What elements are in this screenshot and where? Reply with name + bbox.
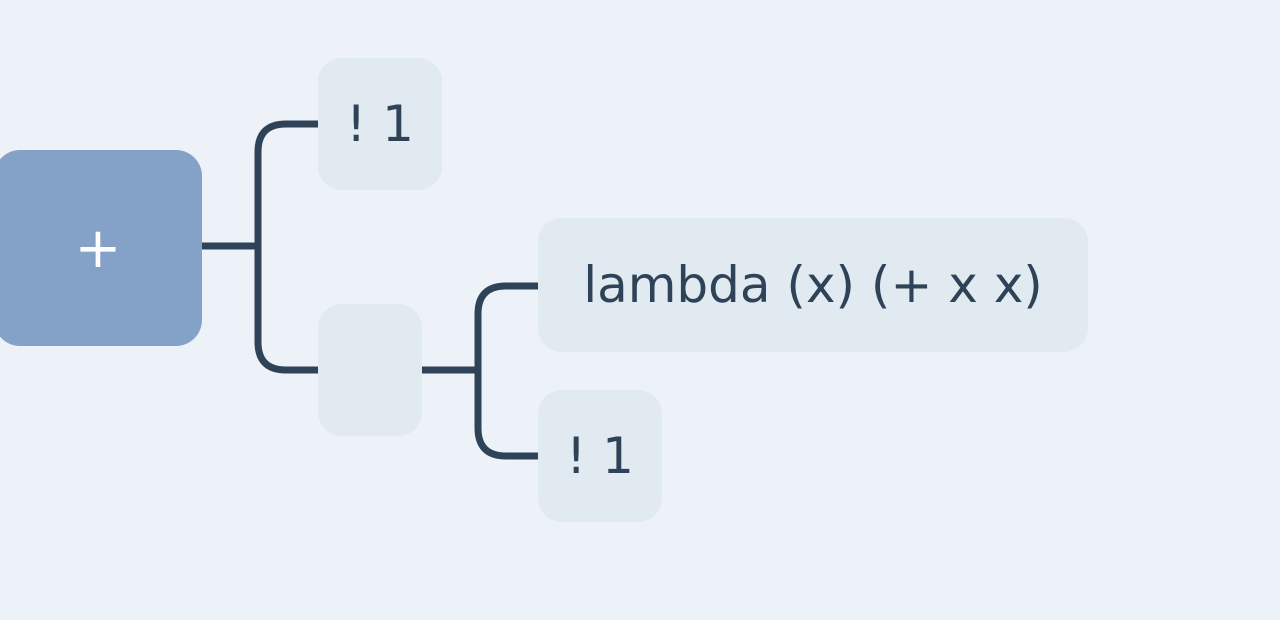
connector-to-lambda-node — [422, 282, 538, 374]
grandchild-node-bang-one[interactable]: ! 1 — [538, 390, 662, 522]
connector-root-to-first-child — [202, 120, 318, 250]
connector-to-bang-node — [474, 370, 538, 460]
root-node-plus[interactable]: + — [0, 150, 202, 346]
child-node-empty[interactable] — [318, 304, 422, 436]
grandchild-node-lambda[interactable]: lambda (x) (+ x x) — [538, 218, 1088, 352]
child-node-bang-one[interactable]: ! 1 — [318, 58, 442, 190]
connector-root-to-second-child — [254, 246, 318, 374]
